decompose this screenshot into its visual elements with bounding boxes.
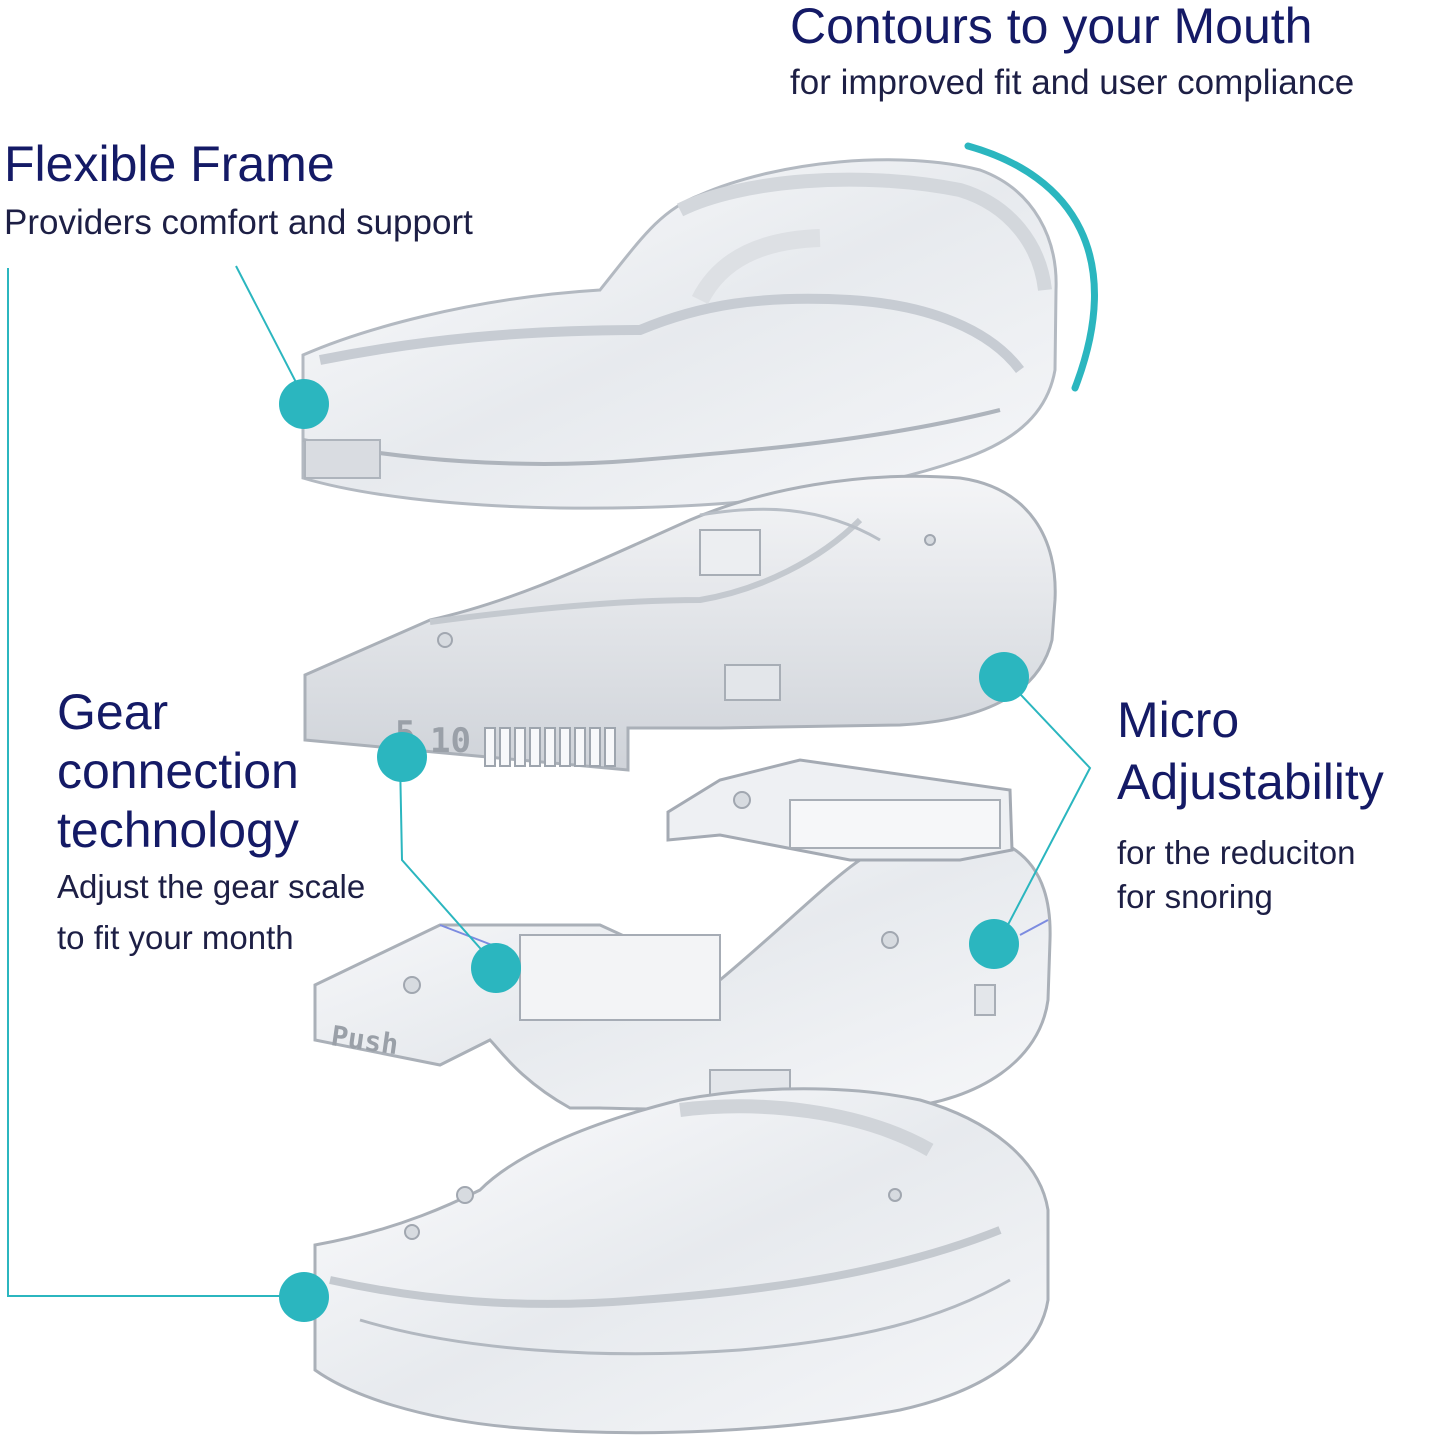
contours-title: Contours to your Mouth xyxy=(790,0,1313,54)
micro-title-line2: Adjustability xyxy=(1117,754,1384,810)
flexible-frame-title: Flexible Frame xyxy=(4,136,335,192)
gear-plate: 5 10 xyxy=(303,474,1057,772)
gear-title-line2: connection xyxy=(57,743,299,799)
contour-arc xyxy=(964,142,1098,392)
micro-subtitle-line1: for the reduciton xyxy=(1117,834,1356,871)
callout-leaders xyxy=(235,265,1092,966)
contours-subtitle: for improved fit and user compliance xyxy=(790,63,1355,102)
callout-dot-lower-frame xyxy=(279,1272,329,1322)
callout-dot-gear-lower xyxy=(471,943,521,993)
gear-title-line3: technology xyxy=(57,802,299,858)
micro-subtitle-line2: for snoring xyxy=(1117,878,1273,915)
gear-scale-teeth xyxy=(484,727,616,767)
flexible-frame-subtitle: Providers comfort and support xyxy=(4,203,473,242)
adjustment-plate: Push xyxy=(313,758,1052,1114)
gear-title-line1: Gear xyxy=(57,684,169,740)
gear-subtitle-line2: to fit your month xyxy=(57,919,294,956)
scale-mark-10: 10 xyxy=(430,721,471,761)
lower-tray xyxy=(313,1087,1050,1435)
callout-dot-micro-upper xyxy=(979,652,1029,702)
callout-dot-flexible-frame xyxy=(279,379,329,429)
frame-bracket-line xyxy=(7,268,284,1297)
upper-tray xyxy=(301,158,1058,510)
micro-title-line1: Micro xyxy=(1117,692,1240,748)
callout-dot-gear-upper xyxy=(377,732,427,782)
callout-dots xyxy=(279,379,1029,1322)
callout-dot-micro-lower xyxy=(969,919,1019,969)
gear-subtitle-line1: Adjust the gear scale xyxy=(57,868,366,905)
